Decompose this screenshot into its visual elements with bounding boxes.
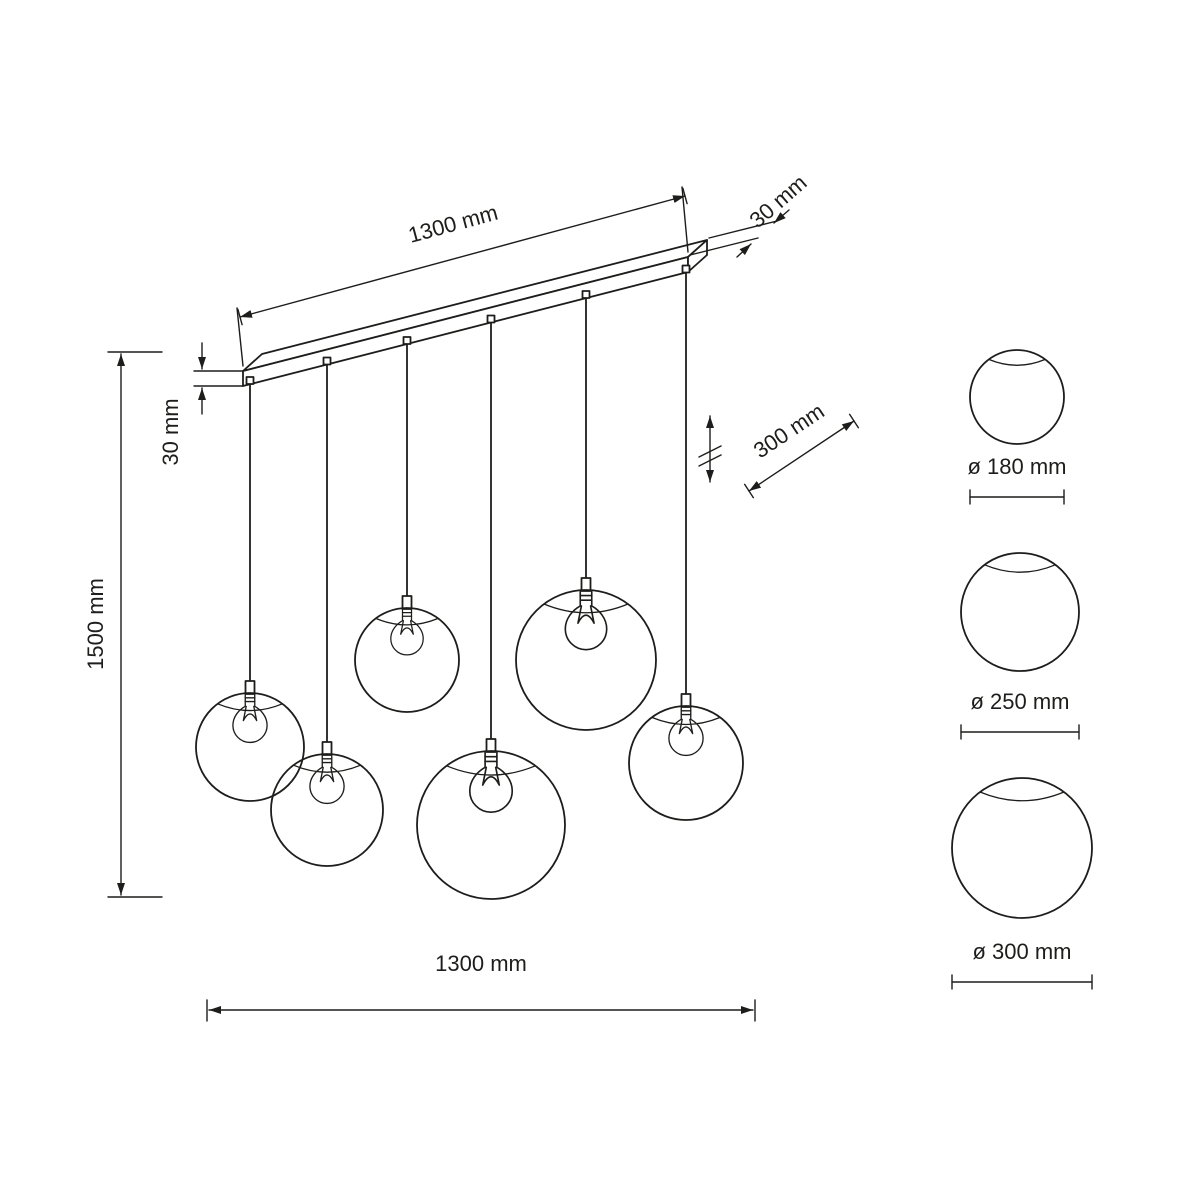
break-slash (698, 445, 722, 458)
end-tick (848, 413, 860, 429)
socket (244, 680, 256, 695)
cord-grip (681, 264, 691, 274)
globe-300: ø 300 mm (951, 777, 1093, 990)
cord-grip (322, 356, 332, 366)
break-slash (698, 454, 722, 467)
socket (580, 577, 592, 592)
globe-cap-line (216, 703, 284, 712)
end-tick (237, 308, 243, 326)
globe-cap-line (543, 603, 629, 614)
globe-cap-line (988, 358, 1046, 366)
globe-cap-line (979, 791, 1065, 802)
cord-grip (402, 336, 412, 345)
globe-180-label: ø 180 mm (967, 454, 1066, 479)
extension-line (708, 220, 778, 239)
end-tick (743, 483, 755, 499)
globe-300-label: ø 300 mm (972, 939, 1071, 964)
globe-cap-line (445, 765, 537, 776)
dim-rail-height: 30 mm (158, 342, 244, 466)
glass-globe (628, 705, 744, 821)
extension-line (236, 307, 244, 367)
pendant-5 (515, 290, 657, 731)
globe-outline (951, 777, 1093, 919)
dimension-line (239, 195, 686, 318)
glass-globe (270, 753, 384, 867)
globe-250-label: ø 250 mm (970, 689, 1069, 714)
globe-250: ø 250 mm (960, 552, 1080, 740)
dim-label-rail-height: 30 mm (158, 398, 183, 465)
extension-line (689, 237, 759, 256)
end-tick (682, 187, 688, 205)
cord-grip (581, 290, 591, 299)
globe-180: ø 180 mm (967, 349, 1067, 505)
globe-outline (969, 349, 1065, 445)
glass-globe (416, 750, 566, 900)
globe-cap-line (375, 617, 439, 626)
dim-label-overall-width-bottom: 1300 mm (435, 951, 527, 976)
dim-overall-width-bottom: 1300 mm (206, 951, 756, 1022)
glass-globe (515, 589, 657, 731)
globe-cap-line (651, 716, 721, 726)
dimension-line (748, 420, 855, 492)
globe-outline (960, 552, 1080, 672)
dim-overall-height: 1500 mm (83, 351, 163, 898)
cord-grip (486, 314, 496, 324)
globe-cap-line (983, 564, 1057, 573)
socket (321, 741, 333, 756)
glass-globe (195, 692, 305, 802)
pendant-2 (270, 356, 384, 867)
reference-globes: ø 180 mm ø 250 mm ø 300 mm (951, 349, 1093, 990)
dim-label-overall-height: 1500 mm (83, 578, 108, 670)
pendant-4 (416, 314, 566, 900)
socket (485, 738, 497, 753)
cord-grip (245, 376, 255, 385)
pendant-1 (195, 376, 305, 802)
arrow-tail (773, 209, 790, 224)
glass-globe (354, 607, 460, 713)
socket (680, 693, 692, 708)
globe-cap-line (292, 764, 362, 773)
pendants (195, 264, 744, 900)
arrow-tail (736, 243, 752, 258)
socket (401, 595, 413, 610)
pendant-3 (354, 336, 460, 713)
